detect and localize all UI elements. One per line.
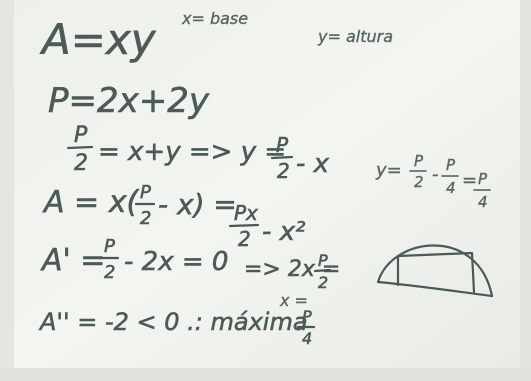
line3-den2: 2 — [277, 159, 290, 183]
board-bottom-edge — [0, 368, 531, 381]
line5-mid: - 2x = 0 — [124, 247, 228, 277]
semicircle-arc — [376, 244, 494, 298]
note-base: x= base — [181, 9, 248, 28]
note-altura: y= altura — [317, 27, 393, 46]
line3-tail: - x — [296, 149, 330, 179]
semicircle-sketch — [376, 244, 494, 298]
line4-mid: - x) = — [158, 188, 237, 221]
line6-num: P — [302, 307, 312, 326]
line5-num: P — [104, 236, 115, 257]
line4-num: P — [140, 182, 151, 203]
semicircle-diameter — [376, 280, 494, 298]
line6-frac-lead: x = — [279, 291, 308, 310]
side-num3: P — [478, 170, 488, 188]
equation-area: A=xy x= base y= altura — [39, 9, 394, 65]
line3-fraction-bar — [66, 145, 94, 150]
line3-rest: = x+y => y = — [98, 137, 286, 167]
side-den3: 4 — [478, 193, 488, 211]
line4-lead: A = x( — [42, 185, 139, 220]
line4-num2: Px — [234, 201, 258, 225]
line6-den: 4 — [302, 329, 312, 348]
line5-den: 2 — [104, 262, 115, 283]
line3-num2: P — [276, 133, 289, 157]
line4-tail: - x² — [262, 217, 305, 247]
line5-den2: 2 — [318, 273, 328, 292]
side-mid: - — [432, 164, 439, 185]
side-den2: 4 — [446, 179, 456, 197]
side-den: 2 — [414, 173, 424, 191]
line5-lead: A' = — [40, 243, 105, 278]
eq-line5: A' = P 2 - 2x = 0 => 2x = P 2 — [40, 236, 341, 293]
side-note: y= P 2 - P 4 = P 4 — [375, 152, 491, 211]
eq-line1: A=xy — [39, 15, 157, 64]
line3-num: P — [74, 123, 88, 148]
line4-den: 2 — [140, 208, 151, 229]
board-right-edge — [520, 0, 531, 381]
inscribed-rectangle-top — [396, 251, 476, 294]
eq-perimeter: P=2x+2y — [48, 81, 210, 121]
line3-den: 2 — [74, 151, 88, 176]
side-eq: = — [462, 170, 477, 191]
eq-line4: A = x( P 2 - x) = Px 2 - x² — [42, 182, 306, 252]
line4-den2: 2 — [238, 227, 251, 251]
board-left-edge — [0, 0, 14, 381]
line4-fraction-bar2 — [228, 223, 260, 228]
line5-num2: P — [318, 251, 328, 270]
side-num: P — [414, 152, 424, 170]
side-lead: y= — [375, 160, 402, 181]
line5-fraction-bar2 — [313, 268, 332, 273]
eq-line3: P 2 = x+y => y = P 2 - x — [66, 123, 330, 183]
eq-line6: A'' = -2 < 0 .: máxima x = P 4 — [38, 291, 316, 348]
side-num2: P — [446, 156, 456, 174]
line6-lead: A'' = -2 < 0 .: máxima — [38, 308, 308, 336]
line3-fraction-bar2 — [270, 155, 294, 160]
